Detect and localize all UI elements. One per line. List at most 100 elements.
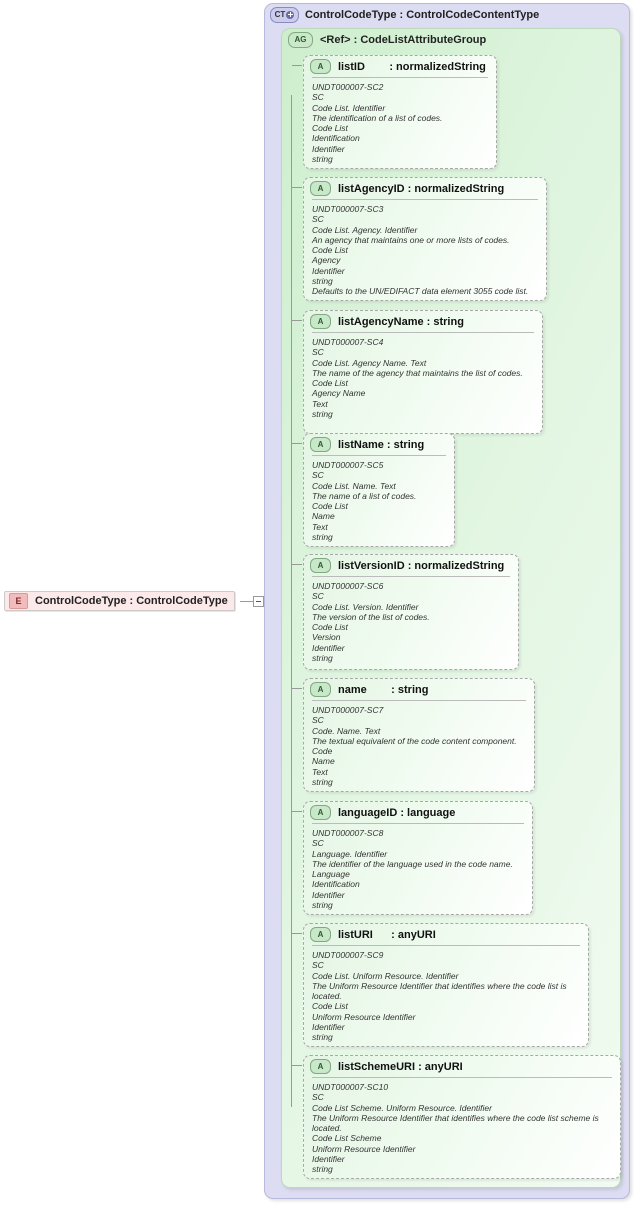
attribute-doc-line: Code List. Identifier: [312, 102, 386, 113]
attribute-doc-line: Identifier: [312, 265, 345, 276]
attribute-doc-line: string: [312, 777, 333, 788]
attributegroup-header[interactable]: AG <Ref> : CodeListAttributeGroup: [288, 31, 486, 48]
collapse-toggle-icon[interactable]: [253, 596, 264, 607]
attribute-divider: [312, 700, 526, 701]
attribute-doc-line: string: [312, 409, 333, 420]
attribute-name: listID : normalizedString: [338, 60, 486, 73]
attribute-name: languageID : language: [338, 806, 456, 819]
attribute-doc-line: Code List: [312, 622, 348, 633]
connector-spine: [291, 95, 292, 1107]
attribute-doc-line: Text: [312, 398, 328, 409]
attribute-doc-line: Code List: [312, 501, 348, 512]
attribute-icon: A: [310, 927, 331, 942]
connector-line-left: [240, 601, 254, 602]
attribute-doc-line: Identifier: [312, 1022, 345, 1033]
element-icon: E: [9, 593, 28, 609]
attribute-doc-line: SC: [312, 92, 324, 103]
attribute-doc-line: Name: [312, 756, 335, 767]
attribute-icon: A: [310, 682, 331, 697]
attribute-name: listAgencyName : string: [338, 315, 464, 328]
attribute-doc-line: Identifier: [312, 642, 345, 653]
attribute-doc-line: UNDT000007-SC7: [312, 705, 384, 715]
attribute-doc-line: Identification: [312, 879, 360, 890]
attribute-doc-line: Code: [312, 746, 333, 757]
plus-circle-icon[interactable]: [286, 10, 295, 19]
attribute-doc-line: SC: [312, 838, 324, 849]
attribute-doc-line: UNDT000007-SC2: [312, 82, 384, 92]
attribute-doc-line: The identifier of the language used in t…: [312, 858, 513, 869]
attribute-doc-line: Code List: [312, 378, 348, 389]
attribute-doc-line: SC: [312, 715, 324, 726]
attribute-name: listURI : anyURI: [338, 928, 436, 941]
connector-stub: [292, 933, 302, 934]
attribute-doc-line: string: [312, 154, 333, 165]
attribute-divider: [312, 1077, 612, 1078]
attribute-doc-line: Code List. Name. Text: [312, 480, 396, 491]
attribute-doc-line: Agency Name: [312, 388, 366, 399]
attribute-icon: A: [310, 59, 331, 74]
connector-stub: [292, 187, 302, 188]
attribute-doc-line: UNDT000007-SC4: [312, 337, 384, 347]
attribute-doc-line: SC: [312, 960, 324, 971]
attribute-doc-line: SC: [312, 214, 324, 225]
complextype-icon-label: CT: [274, 10, 286, 19]
attribute-doc-line: string: [312, 900, 333, 911]
attribute-name: listName : string: [338, 438, 425, 451]
complextype-header[interactable]: CT ControlCodeType : ControlCodeContentT…: [270, 6, 539, 23]
connector-stub: [292, 688, 302, 689]
attribute-doc-line: An agency that maintains one or more lis…: [312, 234, 510, 245]
attribute-doc-line: The Uniform Resource Identifier that ide…: [312, 1112, 599, 1134]
attribute-doc-line: UNDT000007-SC8: [312, 828, 384, 838]
attribute-doc-line: string: [312, 653, 333, 664]
attribute-divider: [312, 199, 538, 200]
attribute-doc-line: Code List. Version. Identifier: [312, 601, 419, 612]
attribute-doc-line: SC: [312, 1092, 324, 1103]
attribute-doc-line: string: [312, 532, 333, 543]
attribute-doc-line: UNDT000007-SC10: [312, 1082, 389, 1092]
attribute-doc-line: Text: [312, 521, 328, 532]
attribute-doc-line: UNDT000007-SC5: [312, 460, 384, 470]
attribute-name: listVersionID : normalizedString: [338, 559, 505, 572]
attribute-doc-line: Uniform Resource Identifier: [312, 1143, 416, 1154]
attribute-doc-line: The name of a list of codes.: [312, 490, 417, 501]
attribute-doc-line: SC: [312, 470, 324, 481]
attribute-doc-line: Code. Name. Text: [312, 725, 381, 736]
attribute-doc-line: The identification of a list of codes.: [312, 112, 443, 123]
element-node-controlcodetype[interactable]: E ControlCodeType : ControlCodeType: [4, 591, 235, 611]
attribute-doc-line: Identifier: [312, 889, 345, 900]
attribute-doc-line: The textual equivalent of the code conte…: [312, 735, 517, 746]
attribute-divider: [312, 332, 534, 333]
attribute-name: name : string: [338, 683, 429, 696]
attribute-doc-line: Identifier: [312, 1154, 345, 1165]
attribute-doc-line: Code List. Agency Name. Text: [312, 357, 427, 368]
attribute-doc-line: SC: [312, 347, 324, 358]
attribute-icon: A: [310, 181, 331, 196]
complextype-title: ControlCodeType : ControlCodeContentType: [305, 8, 540, 21]
attribute-divider: [312, 455, 446, 456]
attribute-doc-line: Code List: [312, 1001, 348, 1012]
attribute-doc-line: Agency: [312, 255, 341, 266]
attribute-doc-line: string: [312, 1164, 333, 1175]
attribute-doc-line: Identification: [312, 133, 360, 144]
attribute-doc-line: Text: [312, 766, 328, 777]
